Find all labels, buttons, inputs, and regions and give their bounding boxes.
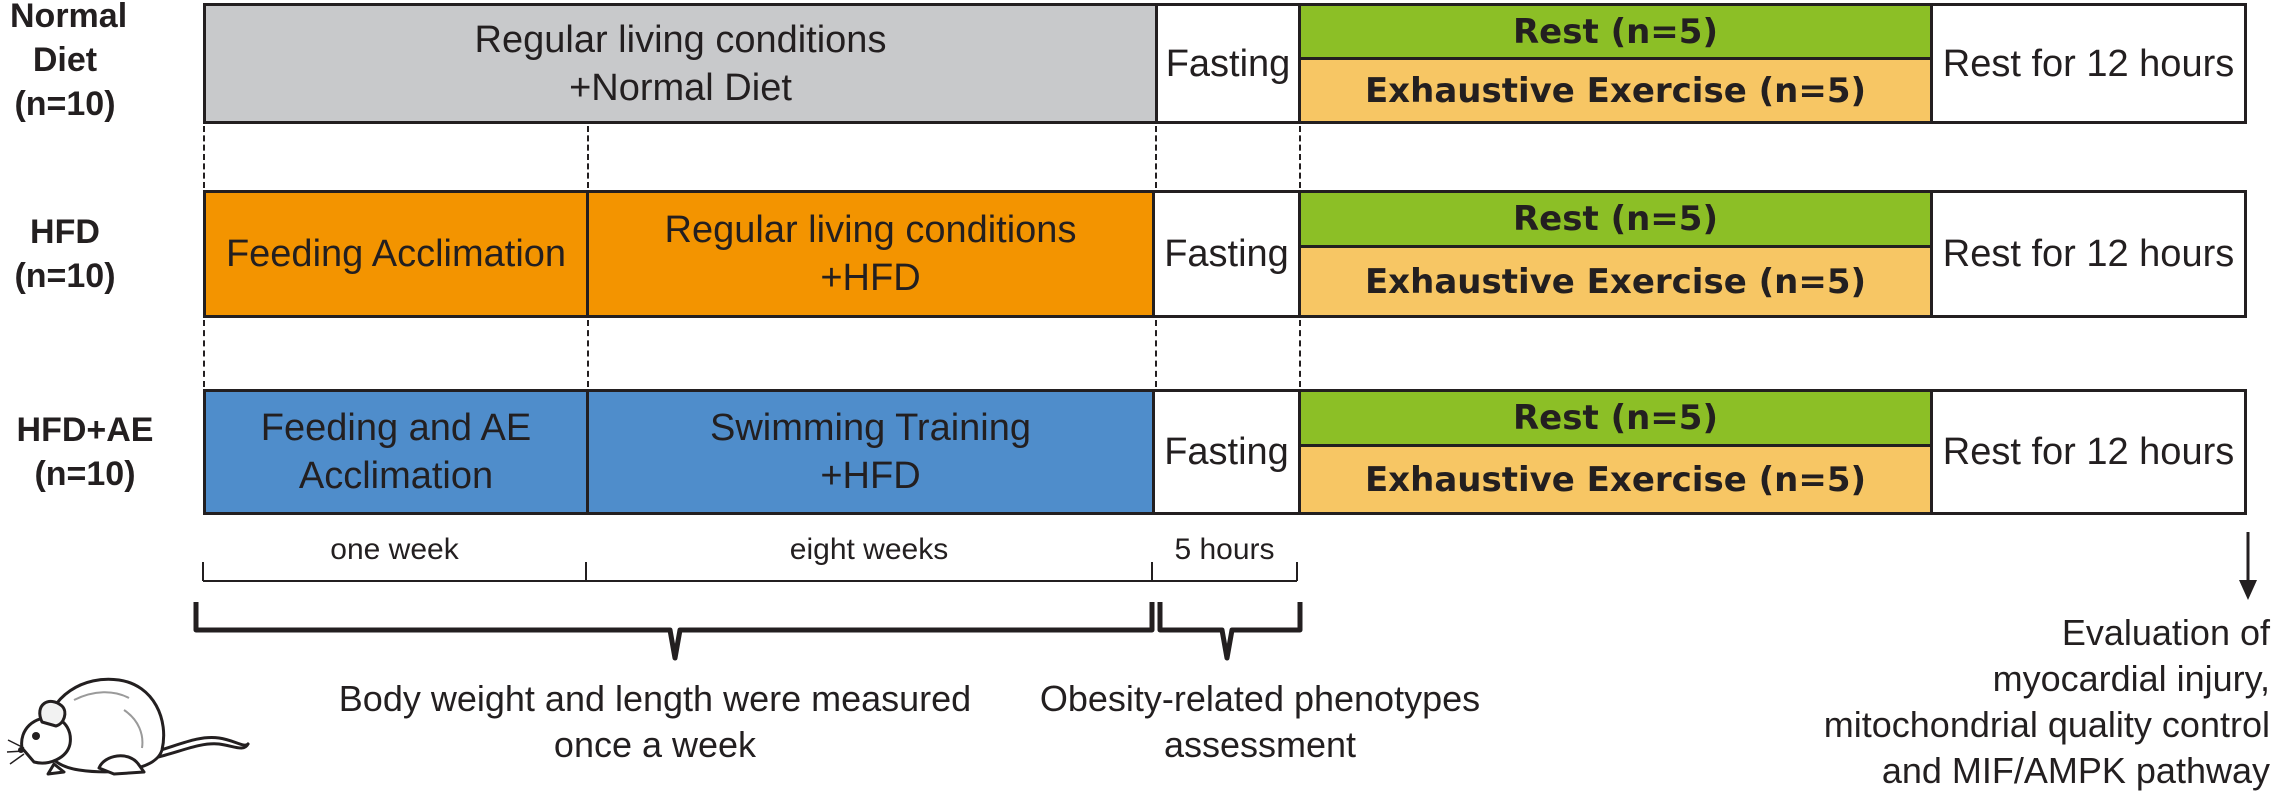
group-hfd-rest: Rest (n=5) [1298,190,1933,248]
mouse-icon [6,677,250,776]
down-arrow-icon [2239,532,2257,600]
group-ae-exercise: Exhaustive Exercise (n=5) [1298,444,1933,515]
brace-measurement-period [193,602,1155,661]
group-hfd-exercise: Exhaustive Exercise (n=5) [1298,245,1933,318]
group-normal-rest: Rest (n=5) [1298,3,1933,60]
phase-hfd-regular-living: Regular living conditions +HFD [586,190,1155,318]
group-ae-rest: Rest (n=5) [1298,389,1933,447]
phase-normal-fasting: Fasting [1155,3,1301,124]
timeline-label-eight-weeks: eight weeks [789,533,949,566]
phase-ae-rest-12h: Rest for 12 hours [1930,389,2247,515]
group-normal-exercise: Exhaustive Exercise (n=5) [1298,57,1933,124]
phase-ae-fasting: Fasting [1152,389,1301,515]
note-weekly-measurement: Body weight and length were measured onc… [338,678,972,765]
timeline-scale [202,562,1298,582]
dashed-connector [1299,126,1301,188]
dashed-connector [203,126,205,188]
phase-normal-regular-living: Regular living conditions +Normal Diet [203,3,1158,124]
phase-hfd-fasting: Fasting [1152,190,1301,318]
dashed-connector [587,126,589,188]
row-label-hfd: HFD (n=10) [14,213,116,295]
phase-hfd-rest-12h: Rest for 12 hours [1930,190,2247,318]
dashed-connector [1155,126,1157,188]
row-label-normal-diet: Normal Diet (n=10) [10,0,128,123]
phase-normal-rest-12h: Rest for 12 hours [1930,3,2247,124]
note-phenotype-assessment: Obesity-related phenotypes assessment [1039,678,1481,765]
note-evaluation: Evaluation of myocardial injury, mitocho… [1823,612,2270,791]
row-label-hfd-ae: HFD+AE (n=10) [16,411,154,493]
phase-hfd-feeding-acclimation: Feeding Acclimation [203,190,589,318]
dashed-connector [587,320,589,387]
phase-ae-swimming-training: Swimming Training +HFD [586,389,1155,515]
timeline-label-5-hours: 5 hours [1174,533,1275,566]
phase-ae-feeding-acclimation: Feeding and AE Acclimation [203,389,589,515]
dashed-connector [1299,320,1301,387]
brace-phenotype-period [1157,602,1303,661]
timeline-label-one-week: one week [330,533,459,566]
dashed-connector [203,320,205,387]
dashed-connector [1155,320,1157,387]
